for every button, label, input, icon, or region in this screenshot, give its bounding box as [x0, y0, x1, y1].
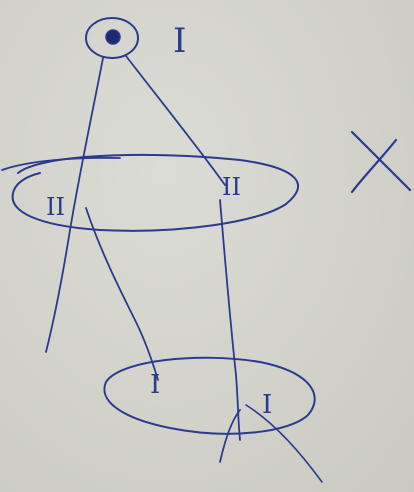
bottom-ellipse: [104, 358, 314, 434]
top-node-dot: [106, 30, 120, 44]
top-node: [86, 18, 138, 58]
line-middle-right-to-bottom-right: [220, 200, 240, 440]
cross-mark-stroke-2: [352, 140, 396, 192]
bottom-left-node-label: I: [150, 370, 160, 400]
line-bottom-tail-right: [246, 405, 322, 482]
middle-left-node-label: II: [46, 193, 65, 221]
cross-mark: [352, 132, 410, 192]
line-top-to-middle-right: [126, 56, 225, 185]
top-node-label: I: [173, 21, 186, 61]
connecting-lines: [46, 56, 322, 482]
middle-right-node-label: II: [222, 173, 241, 201]
line-bottom-tail-left: [220, 410, 240, 462]
cross-mark-label: X: [380, 169, 381, 171]
bottom-ellipse-outline: [104, 358, 314, 434]
middle-ellipse-extra-stroke: [2, 158, 120, 170]
line-middle-left-to-bottom-left: [86, 208, 158, 380]
bottom-right-node-label: I: [262, 390, 272, 420]
